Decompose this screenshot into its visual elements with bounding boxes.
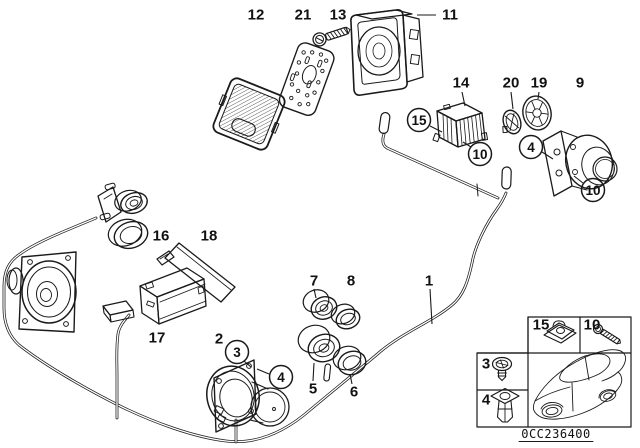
callout-7[interactable]: 7 xyxy=(310,273,318,290)
mounting-pin xyxy=(323,363,332,382)
callout-1[interactable]: 1 xyxy=(425,273,433,290)
callout-5[interactable]: 5 xyxy=(309,381,317,398)
speaker-grille xyxy=(212,77,286,151)
svg-text:15: 15 xyxy=(411,113,427,128)
legend-number-10[interactable]: 10 xyxy=(584,317,601,334)
trim-ring-6 xyxy=(332,345,367,376)
speed-nut-icon xyxy=(543,320,577,344)
diagnostic-connector xyxy=(102,300,135,420)
callout-16[interactable]: 16 xyxy=(153,228,170,245)
callout-circle-15[interactable]: 15 xyxy=(406,107,432,133)
tweeter-bracket-left xyxy=(97,182,149,250)
holder-box xyxy=(139,267,207,325)
trim-ring-8 xyxy=(330,303,361,330)
car-silhouette-icon xyxy=(532,349,627,420)
legend-number-4[interactable]: 4 xyxy=(482,392,491,409)
expansion-rivet-icon xyxy=(490,387,520,423)
rear-speaker xyxy=(206,359,290,444)
legend-number-15[interactable]: 15 xyxy=(533,317,550,334)
front-woofer-left xyxy=(6,251,77,333)
callout-8[interactable]: 8 xyxy=(347,273,355,290)
svg-text:4: 4 xyxy=(527,140,535,155)
leader-lines xyxy=(243,14,584,385)
screw-icon xyxy=(592,323,621,345)
callouts-circled: 15 10 4 10 3 4 xyxy=(224,107,606,390)
callout-18[interactable]: 18 xyxy=(201,228,218,245)
speaker-housing xyxy=(350,9,424,96)
callout-17[interactable]: 17 xyxy=(149,330,166,347)
legend-number-3[interactable]: 3 xyxy=(482,356,490,373)
mounting-plate xyxy=(278,42,335,117)
callout-19[interactable]: 19 xyxy=(531,75,548,92)
svg-text:3: 3 xyxy=(233,345,241,360)
callout-11[interactable]: 11 xyxy=(442,7,458,24)
legend-grid xyxy=(476,316,632,428)
harness-grommet xyxy=(378,111,512,190)
callout-circle-10a[interactable]: 10 xyxy=(467,141,493,167)
callout-9[interactable]: 9 xyxy=(576,75,584,92)
wiring-harness xyxy=(2,111,512,444)
round-grille xyxy=(522,95,552,131)
cover-cap xyxy=(502,109,522,135)
callout-circle-4a[interactable]: 4 xyxy=(518,134,544,160)
screw-13 xyxy=(312,26,351,47)
tweeter-7 xyxy=(302,289,338,320)
svg-text:0CC236400: 0CC236400 xyxy=(521,427,591,441)
legend-table: 15 10 3 4 xyxy=(476,316,632,428)
clip-insert xyxy=(156,250,175,266)
midrange-speaker xyxy=(542,130,618,197)
diagram-code: 0CC236400 xyxy=(518,427,594,442)
callout-21[interactable]: 21 xyxy=(295,7,312,24)
svg-text:4: 4 xyxy=(277,370,285,385)
screw-rivet-icon xyxy=(491,356,513,382)
svg-text:10: 10 xyxy=(585,183,600,198)
trim-panel xyxy=(164,242,236,303)
callout-13[interactable]: 13 xyxy=(330,7,347,24)
callout-circle-10b[interactable]: 10 xyxy=(580,177,606,203)
callout-14[interactable]: 14 xyxy=(453,75,470,92)
svg-text:10: 10 xyxy=(472,147,487,162)
callout-20[interactable]: 20 xyxy=(503,75,520,92)
callouts-plain: 12 21 13 11 14 20 19 9 16 18 17 2 7 8 5 … xyxy=(149,7,585,401)
callout-12[interactable]: 12 xyxy=(248,7,265,24)
callout-circle-4b[interactable]: 4 xyxy=(268,364,294,390)
callout-6[interactable]: 6 xyxy=(350,384,358,401)
callout-2[interactable]: 2 xyxy=(215,331,223,348)
speaker-5 xyxy=(297,324,341,363)
callout-circle-3[interactable]: 3 xyxy=(224,339,250,365)
amplifier-module xyxy=(432,102,489,148)
